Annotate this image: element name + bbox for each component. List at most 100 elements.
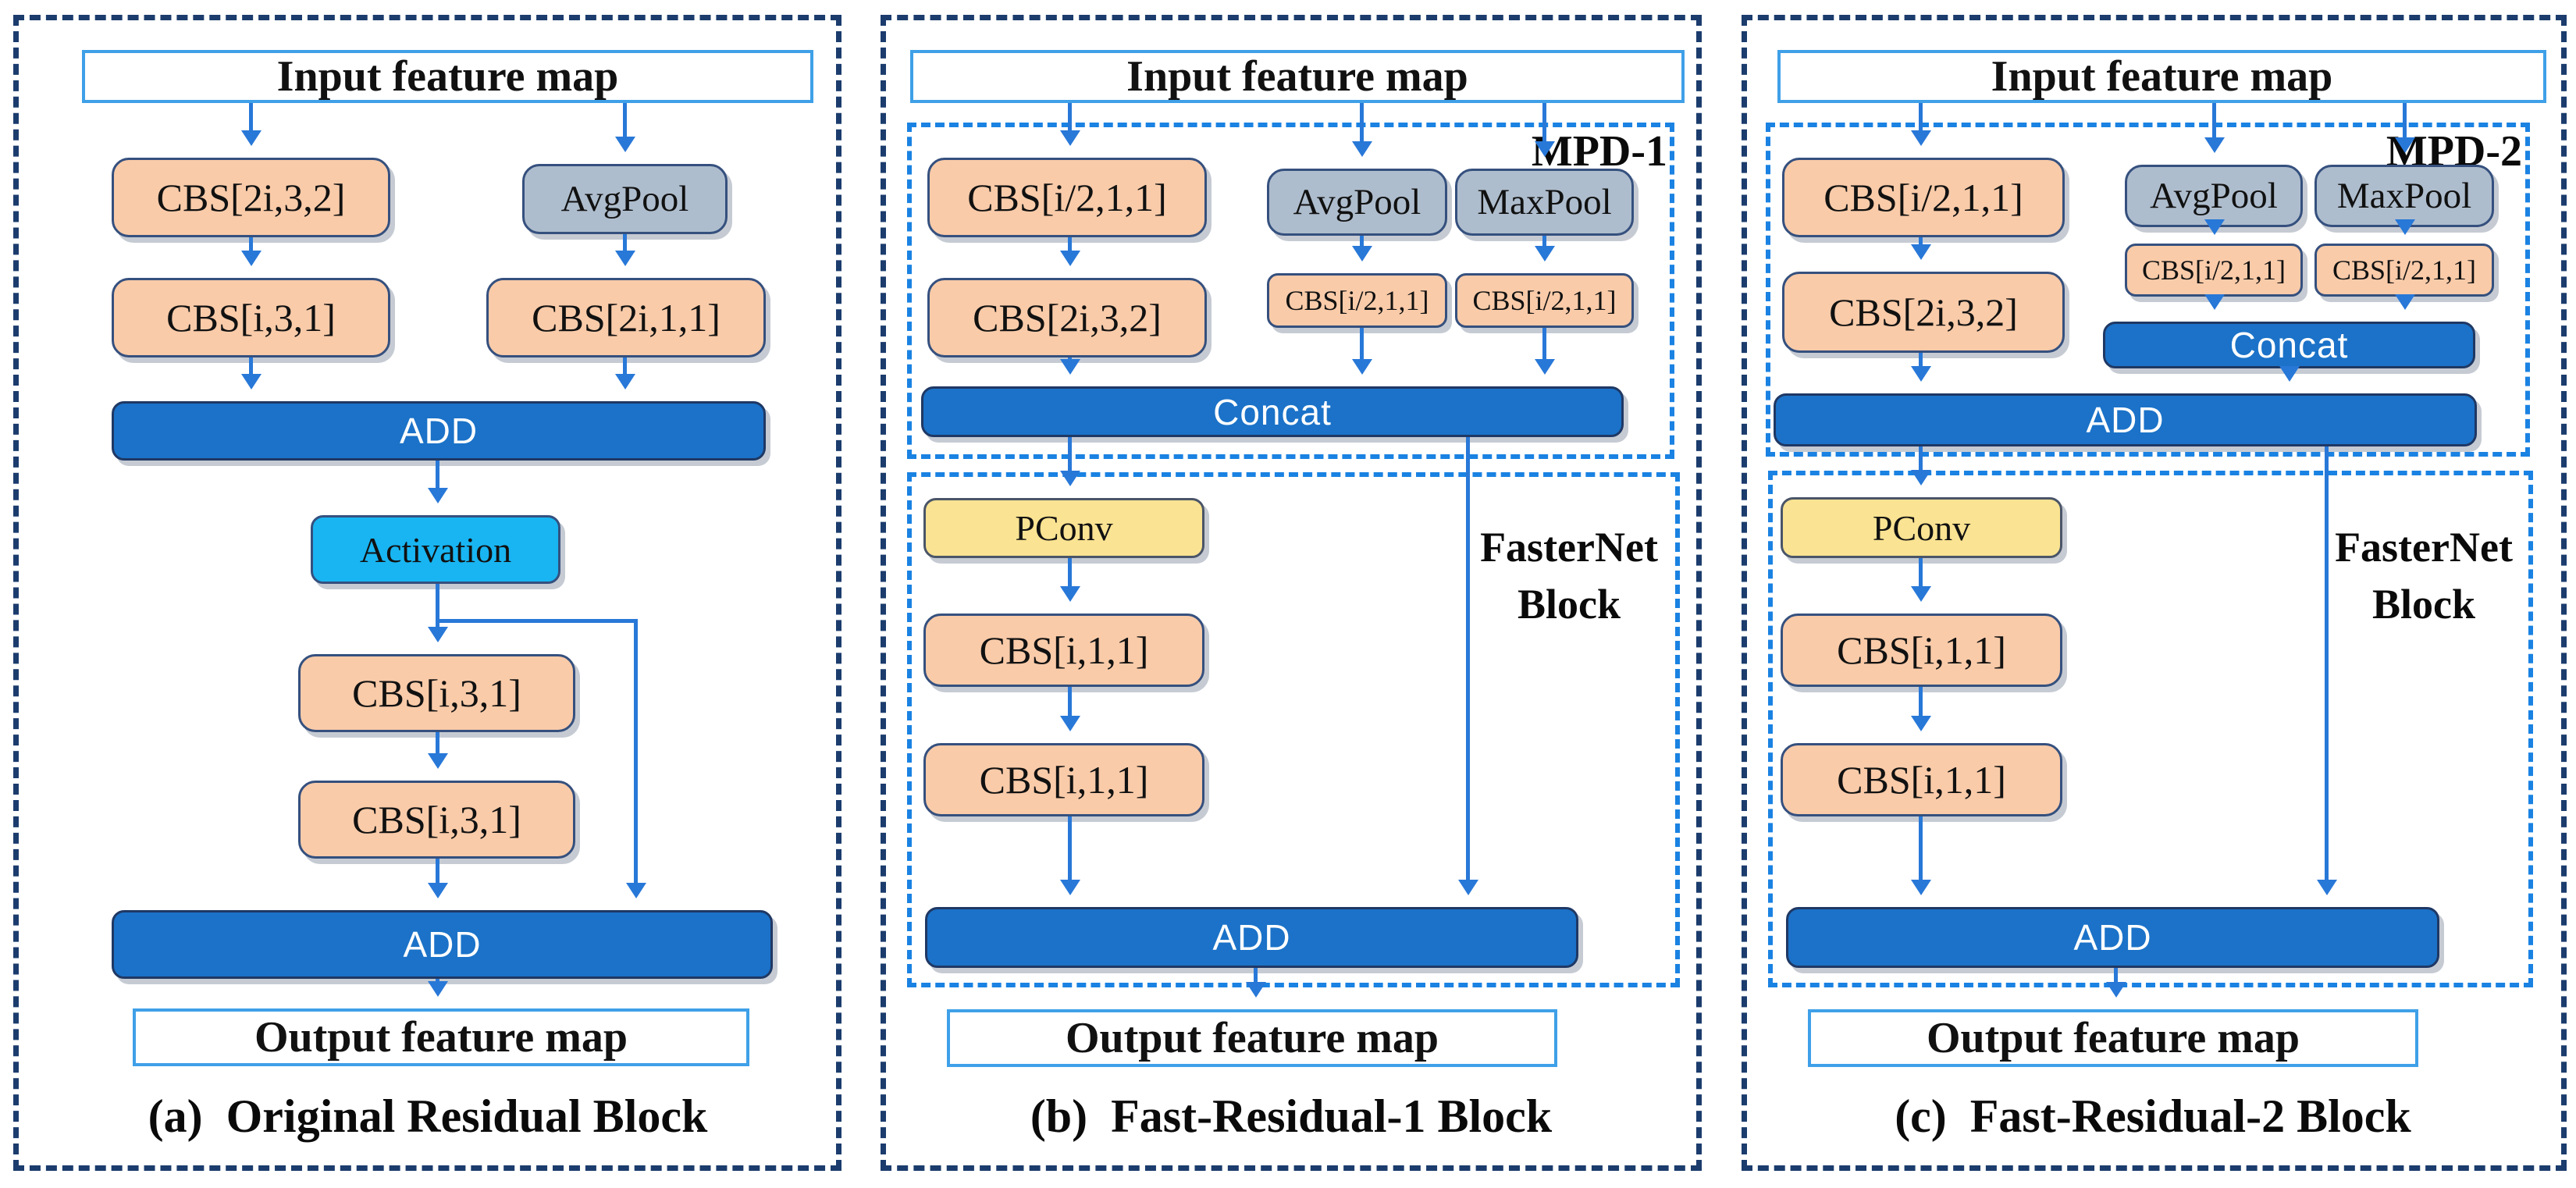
fasternet-line1: FasterNet [1480,524,1658,571]
node-concat-b: Concat [921,386,1624,437]
node-add-mpd-c: ADD [1774,393,2477,446]
output-label-a: Output feature map [254,1013,628,1062]
arrow [623,357,627,384]
node-cbs-half-s2-b: CBS[i/2,1,1] [1455,273,1634,328]
node-pconv-b: PConv [923,498,1204,558]
fasternet-line1: FasterNet [2335,524,2513,571]
arrow [1919,558,1923,596]
node-cbs-2i11-a: CBS[2i,1,1] [486,278,766,357]
arrow [2212,227,2216,229]
input-label-c: Input feature map [1991,52,2333,101]
input-label-b: Input feature map [1126,52,1468,101]
arrow [1068,816,1072,890]
node-label: CBS[i/2,1,1] [2332,254,2477,286]
input-feature-map-b: Input feature map [910,50,1685,103]
arrow [2403,227,2407,229]
node-cbs-i31-3-a: CBS[i,3,1] [298,781,575,859]
arrow [2403,103,2407,148]
node-cbs-half-s1-b: CBS[i/2,1,1] [1267,273,1447,328]
input-feature-map-a: Input feature map [82,50,813,103]
node-label: CBS[i,1,1] [979,628,1149,672]
panel-a-border [13,15,841,1171]
node-label: CBS[i,3,1] [352,671,521,715]
node-label: AvgPool [2150,176,2278,216]
node-label: CBS[i,1,1] [1837,758,2006,802]
fasternet-box-c [1768,471,2533,987]
node-label: AvgPool [1293,182,1421,222]
skip-arrow-c [2325,446,2329,890]
arrow [1919,353,1923,376]
node-cbs111-2-c: CBS[i,1,1] [1781,743,2062,816]
node-label: PConv [1015,508,1113,548]
fasternet-line2: Block [1517,580,1621,628]
node-cbs-half-b: CBS[i/2,1,1] [927,158,1207,237]
mpd2-box [1766,123,2530,457]
node-maxpool-c: MaxPool [2314,165,2494,227]
node-avgpool-b: AvgPool [1267,169,1447,236]
node-add-b: ADD [925,907,1578,968]
node-label: AvgPool [560,179,689,219]
caption-b: (b) Fast-Residual-1 Block [1030,1090,1553,1142]
node-cbs-half-s1-c: CBS[i/2,1,1] [2125,244,2303,297]
output-label-c: Output feature map [1926,1014,2300,1062]
caption-c: (c) Fast-Residual-2 Block [1895,1090,2411,1142]
arrow [1360,328,1364,369]
output-label-b: Output feature map [1065,1014,1439,1062]
node-avgpool-c: AvgPool [2125,165,2303,227]
node-label: CBS[i,1,1] [1837,628,2006,672]
node-label: CBS[2i,3,2] [156,176,346,219]
arrow [1068,558,1072,596]
node-cbs111-1-b: CBS[i,1,1] [923,614,1204,687]
arrow [249,357,253,384]
node-label: CBS[i/2,1,1] [1823,176,2023,219]
node-label: ADD [1212,917,1291,958]
caption-a: (a) Original Residual Block [148,1090,708,1142]
arrow [436,859,439,893]
node-cbs111-1-c: CBS[i,1,1] [1781,614,2062,687]
node-label: CBS[2i,3,2] [973,296,1162,340]
arrow [2114,968,2118,992]
node-pconv-c: PConv [1781,497,2062,558]
node-label: MaxPool [2336,176,2472,216]
node-cbs232-c: CBS[2i,3,2] [1782,272,2065,353]
arrow [249,103,253,140]
arrow [1542,328,1546,369]
arrow [1919,816,1923,890]
mpd1-box [907,123,1674,459]
arrow [436,461,439,498]
node-cbs-i31-2-a: CBS[i,3,1] [298,654,575,732]
node-label: ADD [2086,400,2165,440]
node-label: ADD [399,411,479,451]
node-avgpool-a: AvgPool [522,164,728,234]
node-label: Concat [1213,391,1332,432]
fasternet-line2: Block [2371,580,2476,628]
node-label: CBS[i/2,1,1] [1472,285,1617,316]
node-cbs-half-c: CBS[i/2,1,1] [1782,158,2065,237]
output-feature-map-a: Output feature map [133,1008,749,1066]
node-label: ADD [2073,917,2152,958]
arrow [1360,103,1364,151]
arrow [1068,237,1072,261]
arrow [1068,357,1072,369]
arrow [623,103,627,147]
node-add2-a: ADD [112,910,773,979]
arrow [1919,687,1923,726]
fasternet-label-c: FasterNet Block [2322,519,2525,633]
arrow [436,584,439,637]
node-label: CBS[2i,1,1] [532,296,720,340]
node-label: CBS[i,3,1] [166,296,336,340]
panel-c-border [1742,15,2567,1171]
node-label: PConv [1872,507,1971,548]
skip-arrow-a [634,619,638,893]
node-label: Concat [2229,325,2349,365]
node-cbs-i31-a: CBS[i,3,1] [112,278,390,357]
node-label: CBS[i/2,1,1] [1285,285,1429,316]
node-add1-a: ADD [112,401,766,461]
arrow [1919,237,1923,254]
node-concat-c: Concat [2103,322,2475,368]
node-label: CBS[i,1,1] [979,758,1149,802]
node-label: CBS[i/2,1,1] [967,176,1167,219]
arrow [1919,103,1923,140]
arrow [436,732,439,763]
